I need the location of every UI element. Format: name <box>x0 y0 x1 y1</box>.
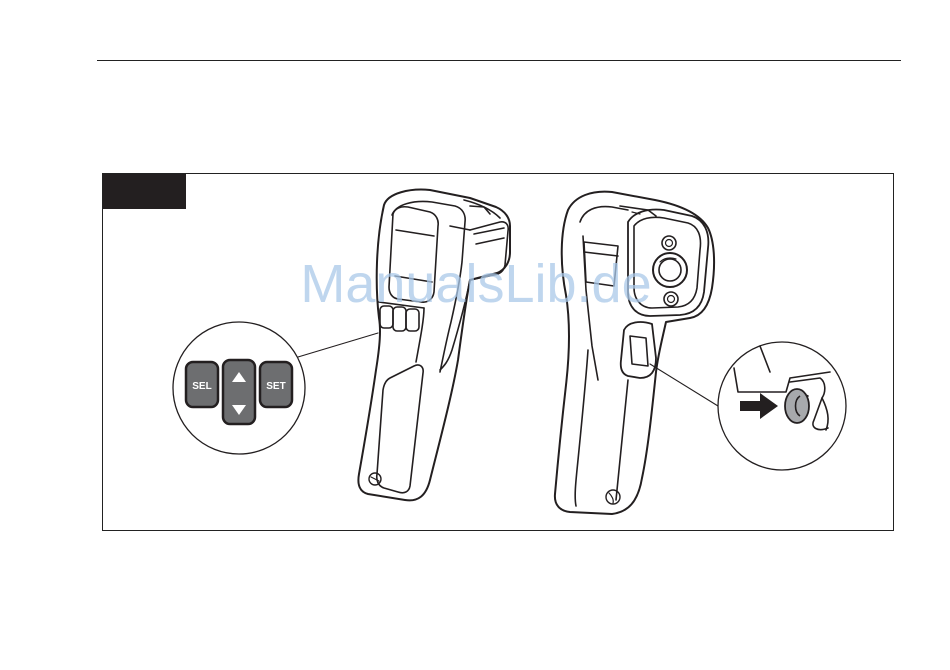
trigger-button <box>785 389 809 423</box>
set-button-label: SET <box>266 381 285 392</box>
thermometer-back-view <box>358 190 510 501</box>
trigger-leader-line <box>650 364 718 406</box>
watermark-text: ManualsLib.de <box>300 254 651 314</box>
trigger-zoom-callout <box>718 342 846 470</box>
keypad-leader-line <box>298 333 378 357</box>
thermometer-front-view <box>555 192 714 514</box>
sel-button-label: SEL <box>192 381 211 392</box>
